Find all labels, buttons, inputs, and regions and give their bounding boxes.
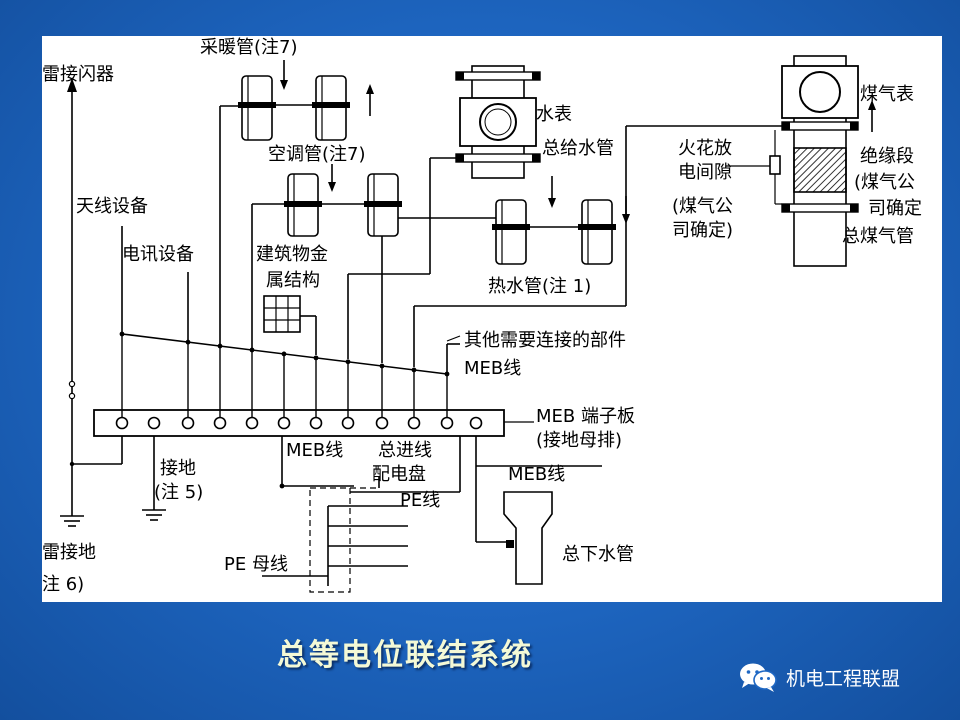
terminal-hole: [147, 416, 161, 430]
label-distribution-board: 配电盘: [372, 464, 426, 485]
building-metal-grid: [263, 295, 301, 333]
label-grounding: 接地: [160, 458, 196, 479]
terminal-hole: [277, 416, 291, 430]
label-other-parts: 其他需要连接的部件: [464, 330, 626, 351]
label-hot-water-pipe: 热水管(注 1): [488, 276, 591, 297]
label-main-water-supply: 总给水管: [542, 138, 614, 159]
hot-water-pipe: [492, 196, 630, 265]
terminal-hole: [115, 416, 129, 430]
gas-meter: [781, 55, 876, 267]
terminal-hole: [440, 416, 454, 430]
terminal-hole: [309, 416, 323, 430]
leader-lines: [446, 165, 770, 423]
label-building-metal-line1: 建筑物金: [256, 244, 328, 265]
label-gas-meter: 煤气表: [860, 84, 914, 105]
label-building-metal-line2: 属结构: [266, 270, 320, 291]
label-lightning-ground-note: 注 6): [42, 574, 84, 595]
watermark: 机电工程联盟: [738, 660, 900, 694]
terminal-hole: [341, 416, 355, 430]
label-insulation-section: 绝缘段: [860, 146, 914, 167]
label-meb-line-2: MEB线: [286, 440, 343, 461]
label-grounding-note: (注 5): [154, 482, 203, 503]
page-title: 总等电位联结系统: [277, 638, 533, 673]
ac-pipe: [284, 164, 402, 237]
label-water-meter: 水表: [536, 104, 572, 125]
diagram-panel: 雷接闪器 采暖管(注7) 水表 总给水管 煤气表 火花放 电间隙 (煤气公 司确…: [42, 36, 942, 602]
terminal-drops: [121, 334, 448, 418]
label-meb-line-1: MEB线: [464, 358, 521, 379]
label-spark-gap-note-line1: (煤气公: [672, 196, 733, 217]
label-meb-line-3: MEB线: [508, 464, 565, 485]
lightning-down-conductor: [67, 78, 123, 516]
grounding-electrode: [142, 436, 166, 521]
main-drain-pipe: [475, 436, 602, 585]
label-lightning-arrester: 雷接闪器: [42, 64, 114, 85]
label-main-drain-pipe: 总下水管: [562, 544, 634, 565]
label-telecom: 电讯设备: [122, 244, 194, 265]
terminal-hole: [407, 416, 421, 430]
label-insulation-note-line1: (煤气公: [854, 172, 915, 193]
heating-pipe: [238, 60, 374, 141]
label-ac-pipe: 空调管(注7): [268, 144, 366, 165]
label-main-gas-pipe: 总煤气管: [842, 226, 914, 247]
label-lightning-ground: 雷接地: [42, 542, 96, 563]
spark-gap: [769, 130, 782, 205]
label-antenna: 天线设备: [76, 196, 148, 217]
equipotential-bonding-diagram: 雷接闪器 采暖管(注7) 水表 总给水管 煤气表 火花放 电间隙 (煤气公 司确…: [42, 37, 922, 595]
terminal-hole: [245, 416, 259, 430]
label-spark-gap-line2: 电间隙: [678, 162, 732, 183]
terminal-hole: [213, 416, 227, 430]
label-pe-busbar: PE 母线: [224, 554, 288, 575]
insulation-section-block: [793, 147, 847, 193]
label-heating-pipe: 采暖管(注7): [200, 37, 298, 58]
label-meb-terminal-line1: MEB 端子板: [536, 406, 635, 427]
water-meter: [455, 65, 556, 208]
distribution-board: [262, 436, 461, 593]
watermark-account-name: 机电工程联盟: [786, 667, 901, 690]
label-spark-gap-line1: 火花放: [678, 138, 732, 159]
terminal-hole: [181, 416, 195, 430]
label-spark-gap-note-line2: 司确定): [672, 220, 733, 241]
bonding-conductors: [121, 105, 782, 374]
label-meb-terminal-line2: (接地母排): [536, 430, 622, 451]
diagram-labels: 雷接闪器 采暖管(注7) 水表 总给水管 煤气表 火花放 电间隙 (煤气公 司确…: [42, 37, 922, 595]
label-insulation-note-line2: 司确定: [868, 198, 922, 219]
terminal-hole: [375, 416, 389, 430]
terminal-hole: [469, 416, 483, 430]
wechat-icon: [740, 663, 777, 692]
meb-terminal-board: [93, 409, 505, 437]
label-pe-line: PE线: [400, 490, 440, 511]
lightning-ground-symbol: [60, 515, 84, 527]
label-main-incoming: 总进线: [378, 440, 432, 461]
